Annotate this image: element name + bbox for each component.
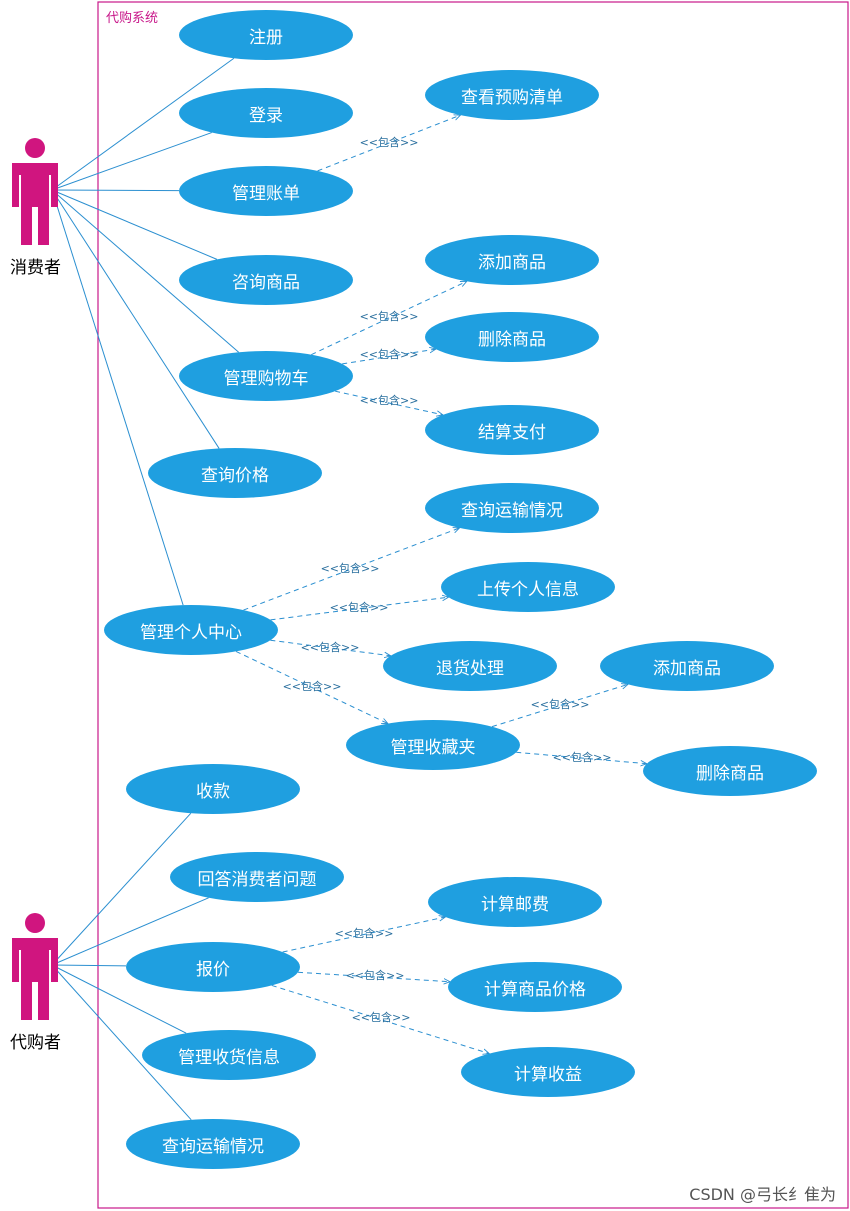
usecase-u-fav: 管理收藏夹 [346,720,520,770]
include-line-u-fav-to-u-fav-add [491,684,628,728]
usecase-u-manage-bill: 管理账单 [179,166,353,216]
usecase-u-address: 管理收货信息 [142,1030,316,1080]
include-line-u-cart-to-u-cart-add [311,281,466,356]
association-agent-u-collect [51,812,192,966]
include-line-u-cart-to-u-checkout [335,390,443,415]
include-label: <<包含>> [531,697,590,711]
usecase-u-ship-c: 查询运输情况 [425,483,599,533]
actor-label: 代购者 [10,1033,61,1053]
usecase-u-center: 管理个人中心 [104,605,278,655]
usecase-u-quote: 报价 [126,942,300,992]
usecase-u-cart-add: 添加商品 [425,235,599,285]
include-lines: <<包含>> <<包含>> <<包含>> <<包含>> <<包含>> <<包含>> <<包含… [235,115,647,1053]
association-lines [51,57,240,1121]
watermark: CSDN @弓长纟隹为 [689,1185,836,1204]
include-label: <<包含>> [283,679,342,693]
usecase-u-return: 退货处理 [383,641,557,691]
usecase-u-fav-del: 删除商品 [643,746,817,796]
usecase-u-postage: 计算邮费 [428,877,602,927]
usecase-u-checkout: 结算支付 [425,405,599,455]
include-line-u-fav-to-u-fav-del [516,751,647,763]
association-agent-u-address [51,964,187,1034]
actor-figure-icon [5,910,75,1026]
usecase-u-fav-add: 添加商品 [600,641,774,691]
include-line-u-manage-bill-to-u-view-list [317,115,461,172]
association-consumer-u-price [51,189,220,449]
include-line-u-center-to-u-return [270,639,390,656]
usecase-u-view-list: 查看预购清单 [425,70,599,120]
include-label: <<包含>> [553,750,612,764]
usecase-u-profit: 计算收益 [461,1047,635,1097]
include-label: <<包含>> [330,600,389,614]
usecase-u-register: 注册 [179,10,353,60]
include-line-u-center-to-u-ship-c [243,528,459,611]
include-label: <<包含>> [360,309,419,323]
association-consumer-u-ask-product [51,189,218,260]
include-line-u-quote-to-u-goods-price [298,971,450,981]
include-label: <<包含>> [360,347,419,361]
association-agent-u-ship-a [51,964,192,1121]
actor-figure-icon [5,135,75,251]
usecase-u-answer: 回答消费者问题 [170,852,344,902]
usecase-u-upload: 上传个人信息 [441,562,615,612]
include-line-u-cart-to-u-cart-del [342,349,436,365]
association-consumer-u-cart [51,189,240,353]
actor-consumer: 消费者 [5,135,75,278]
association-consumer-u-manage-bill [51,189,180,192]
include-line-u-center-to-u-fav [235,650,388,723]
include-line-u-center-to-u-upload [270,597,449,621]
include-label: <<包含>> [301,640,360,654]
usecase-u-login: 登录 [179,88,353,138]
usecase-u-ship-a: 查询运输情况 [126,1119,300,1169]
association-agent-u-answer [51,897,209,966]
actor-label: 消费者 [10,258,61,278]
include-label: <<包含>> [335,926,394,940]
include-label: <<包含>> [360,393,419,407]
system-boundary [97,1,849,1209]
usecase-u-goods-price: 计算商品价格 [448,962,622,1012]
include-label: <<包含>> [346,968,405,982]
include-line-u-quote-to-u-postage [282,917,446,953]
actor-agent: 代购者 [5,910,75,1053]
include-line-u-quote-to-u-profit [271,984,489,1053]
include-label: <<包含>> [352,1010,411,1024]
include-label: <<包含>> [321,561,380,575]
association-consumer-u-center [51,189,184,606]
association-consumer-u-register [51,57,235,191]
usecase-u-collect: 收款 [126,764,300,814]
usecase-u-cart: 管理购物车 [179,351,353,401]
usecase-u-ask-product: 咨询商品 [179,255,353,305]
association-agent-u-quote [51,964,127,967]
usecase-u-cart-del: 删除商品 [425,312,599,362]
include-label: <<包含>> [360,135,419,149]
association-consumer-u-login [51,132,212,191]
system-title: 代购系统 [106,11,159,26]
usecase-u-price: 查询价格 [148,448,322,498]
